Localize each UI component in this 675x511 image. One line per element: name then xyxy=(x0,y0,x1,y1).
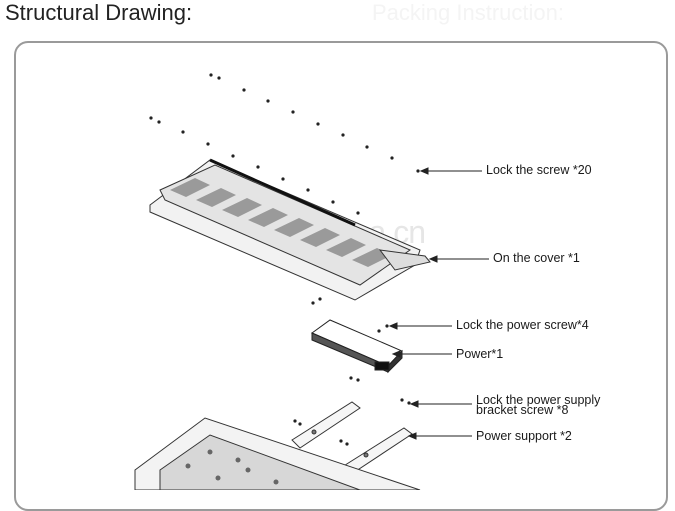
exploded-assembly-drawing xyxy=(134,73,489,490)
screws-group xyxy=(149,73,420,446)
callout-lock-bracket-line1: Lock the power supply xyxy=(476,393,601,407)
cover-part xyxy=(149,158,431,301)
leader-lines xyxy=(388,167,489,440)
callout-lock-bracket-line2: bracket screw *8 xyxy=(476,403,569,417)
callout-lock-screw: Lock the screw *20 xyxy=(486,163,592,177)
callout-cover: On the cover *1 xyxy=(493,251,580,265)
base-part xyxy=(134,417,421,490)
power-part xyxy=(310,319,403,374)
faded-section-title: Packing Instruction: xyxy=(372,0,564,25)
callout-power: Power*1 xyxy=(456,347,504,361)
page-title: Structural Drawing: xyxy=(5,0,193,25)
callout-lock-power-screw: Lock the power screw*4 xyxy=(456,318,589,332)
callout-power-support: Power support *2 xyxy=(476,429,572,443)
